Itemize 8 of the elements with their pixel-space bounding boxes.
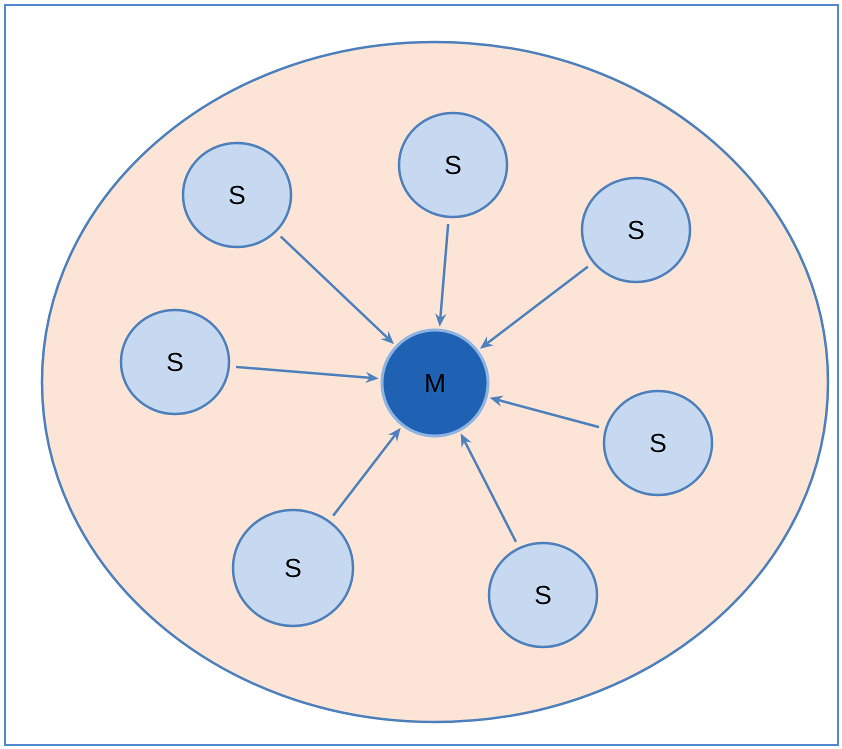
circle-node: S [488,542,598,648]
circle-node: S [232,508,354,628]
circle-node: M [380,328,490,438]
circle-node: S [580,176,692,284]
circle-node: S [182,142,292,248]
circle-node: S [602,390,714,496]
circle-node: S [398,112,508,218]
circle-node: S [120,308,230,416]
